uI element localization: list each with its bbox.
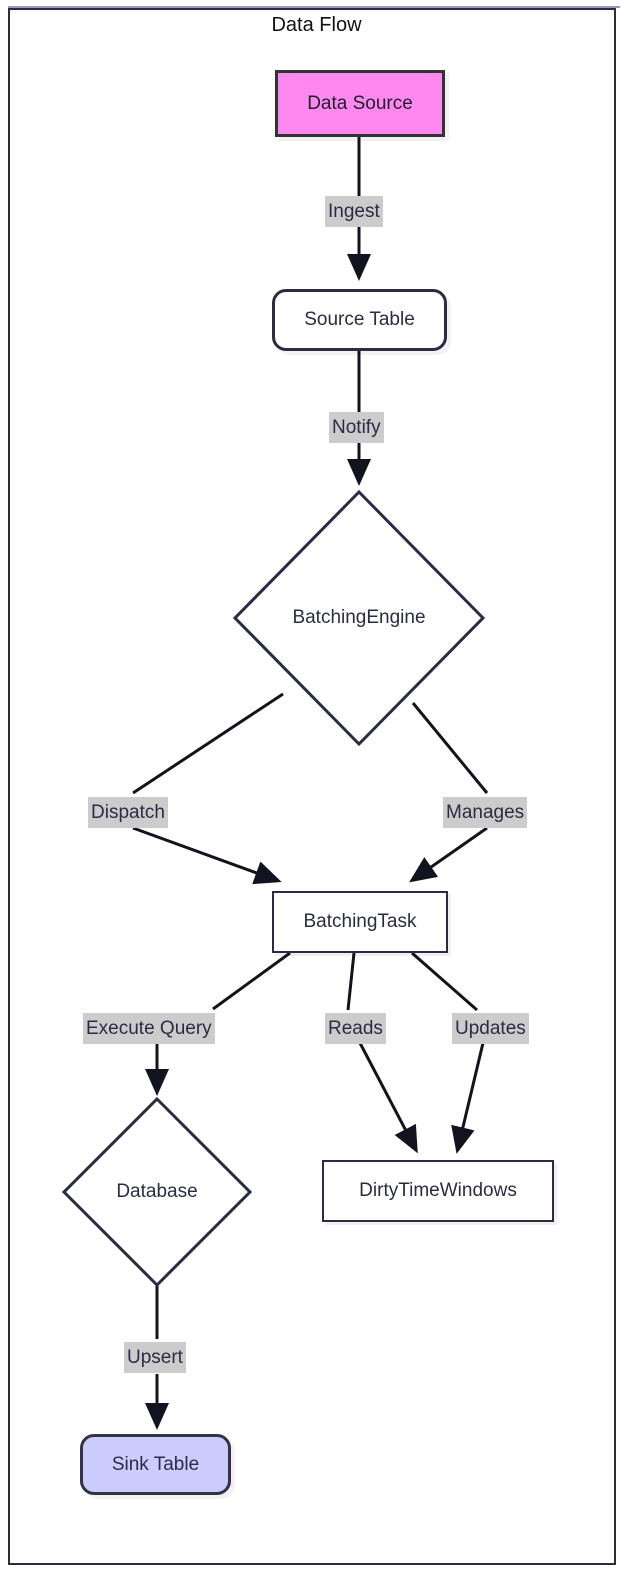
edge-label-ingest: Ingest	[325, 196, 383, 227]
node-label-batching-task: BatchingTask	[303, 911, 417, 932]
edge-execute-query	[157, 951, 291, 1090]
node-shape-database[interactable]	[61, 1096, 253, 1288]
node-label-sink-table: Sink Table	[111, 1453, 200, 1475]
node-shape-batching-engine[interactable]	[232, 489, 486, 747]
edge-label-execute-query: Execute Query	[83, 1013, 215, 1044]
node-sink-table[interactable]: Sink Table	[80, 1434, 231, 1495]
edge-label-manages: Manages	[443, 797, 528, 828]
edge-reads	[346, 952, 415, 1148]
edge-manages	[413, 702, 489, 879]
edge-updates	[411, 951, 483, 1148]
frame-top-highlight	[8, 6, 620, 8]
node-label-dirty-time-windows: DirtyTimeWindows	[359, 1180, 517, 1201]
edge-label-reads: Reads	[325, 1013, 386, 1044]
diagram-title: Data Flow	[271, 14, 362, 36]
node-batching-task[interactable]: BatchingTask	[272, 891, 448, 953]
node-source-table[interactable]: Source Table	[272, 289, 447, 351]
node-label-source-table: Source Table	[304, 309, 415, 330]
edge-label-dispatch: Dispatch	[88, 797, 168, 828]
node-label-data-source: Data Source	[307, 92, 413, 114]
edge-label-notify: Notify	[329, 412, 384, 443]
node-data-source[interactable]: Data Source	[275, 70, 445, 137]
edge-label-updates: Updates	[452, 1013, 529, 1044]
diagram-frame	[8, 8, 616, 1565]
edge-label-upsert: Upsert	[124, 1342, 186, 1373]
node-dirty-time-windows[interactable]: DirtyTimeWindows	[322, 1160, 554, 1222]
edge-dispatch	[132, 692, 283, 880]
